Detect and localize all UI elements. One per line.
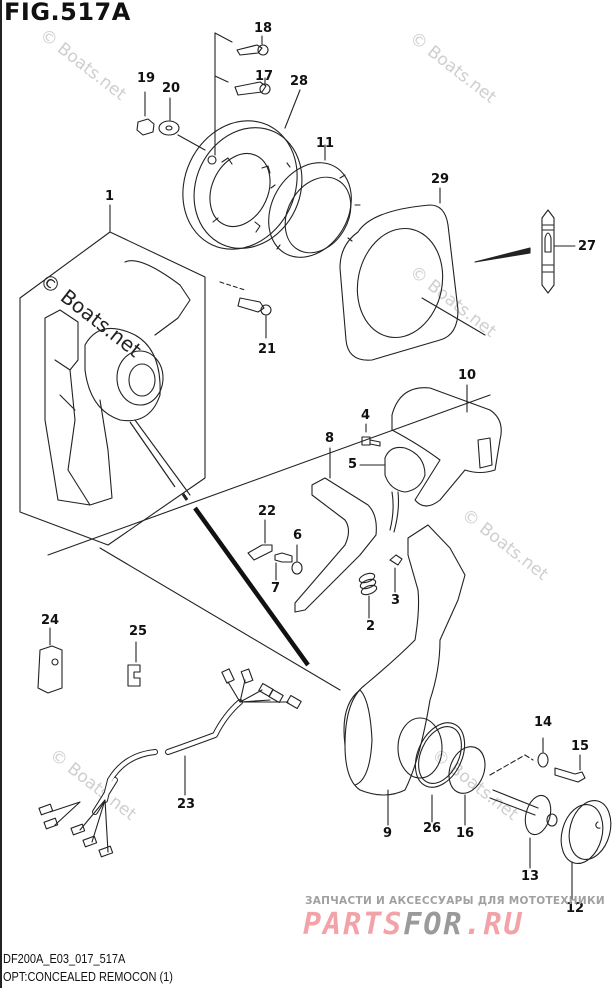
part-15-screw bbox=[554, 767, 586, 783]
part-25-clip bbox=[127, 664, 141, 687]
callout-4: 4 bbox=[361, 408, 371, 423]
part-21-screw bbox=[237, 297, 272, 316]
callout-25: 25 bbox=[129, 624, 148, 639]
callout-1: 1 bbox=[105, 189, 115, 204]
callout-20: 20 bbox=[162, 81, 181, 96]
leader-1-ext bbox=[134, 419, 191, 496]
part-3-screw bbox=[389, 554, 403, 566]
part-26-o-ring bbox=[414, 722, 466, 788]
callout-9: 9 bbox=[383, 826, 393, 841]
callout-6: 6 bbox=[293, 528, 303, 543]
callout-22: 22 bbox=[258, 504, 277, 519]
ru-logo-part1: PARTS bbox=[303, 907, 404, 942]
callout-23: 23 bbox=[177, 797, 196, 812]
assembly-link-line bbox=[193, 506, 310, 667]
callout-18: 18 bbox=[254, 21, 273, 36]
part-20-washer bbox=[158, 120, 180, 136]
figure-code: DF200A_E03_017_517A bbox=[3, 952, 126, 966]
part-22-clip bbox=[247, 544, 273, 561]
separator-line bbox=[47, 394, 491, 556]
figure-caption: OPT:CONCEALED REMOCON (1) bbox=[3, 970, 173, 984]
part-24-cap bbox=[37, 645, 63, 694]
part-16-plate bbox=[448, 746, 486, 794]
callout-21: 21 bbox=[258, 342, 277, 357]
part-19-nut bbox=[136, 118, 155, 136]
part-6-washer bbox=[291, 561, 303, 575]
part-29-gasket bbox=[339, 204, 459, 361]
callout-3: 3 bbox=[391, 593, 401, 608]
ru-logo-part3: .RU bbox=[463, 907, 524, 942]
callout-10: 10 bbox=[458, 368, 477, 383]
part-9-arm-housing bbox=[343, 524, 466, 796]
part-28-cover bbox=[182, 120, 303, 250]
callout-26: 26 bbox=[423, 821, 442, 836]
callout-7: 7 bbox=[271, 581, 281, 596]
callout-11: 11 bbox=[316, 136, 335, 151]
part-10-handle-cover bbox=[391, 387, 502, 507]
callout-8: 8 bbox=[325, 431, 335, 446]
part-8-lever bbox=[294, 477, 377, 613]
callout-15: 15 bbox=[571, 739, 590, 754]
part-27-clip bbox=[541, 209, 555, 294]
callout-28: 28 bbox=[290, 74, 309, 89]
callout-27: 27 bbox=[578, 239, 597, 254]
part-23-harness bbox=[38, 668, 302, 858]
part-13-shaft bbox=[489, 789, 558, 836]
watermark-ru-logo: PARTSFOR.RU bbox=[303, 907, 524, 942]
part-12-knob-cap bbox=[560, 800, 612, 864]
leader-28 bbox=[284, 89, 301, 129]
watermark-ru-tagline: ЗАПЧАСТИ И АКСЕССУАРЫ ДЛЯ МОТОТЕХНИКИ bbox=[305, 895, 605, 907]
callout-12: 12 bbox=[566, 901, 585, 916]
callout-14: 14 bbox=[534, 715, 553, 730]
part-5-switch bbox=[384, 446, 426, 533]
part-4-screw bbox=[361, 436, 381, 447]
callout-5: 5 bbox=[348, 457, 358, 472]
callout-24: 24 bbox=[41, 613, 60, 628]
part-11-ring bbox=[268, 162, 361, 258]
callout-2: 2 bbox=[366, 619, 376, 634]
part-14-washer bbox=[537, 752, 549, 768]
leader-10-bracket bbox=[421, 297, 486, 336]
callout-29: 29 bbox=[431, 172, 450, 187]
callout-19: 19 bbox=[137, 71, 156, 86]
ru-logo-part2: FOR bbox=[403, 907, 464, 942]
figure-title: FIG.517A bbox=[4, 0, 131, 26]
part-2-spring bbox=[358, 572, 378, 596]
callout-13: 13 bbox=[521, 869, 540, 884]
part-7-screw bbox=[274, 552, 293, 563]
callout-17: 17 bbox=[255, 69, 274, 84]
part-18-screw bbox=[236, 44, 269, 56]
callout-16: 16 bbox=[456, 826, 475, 841]
